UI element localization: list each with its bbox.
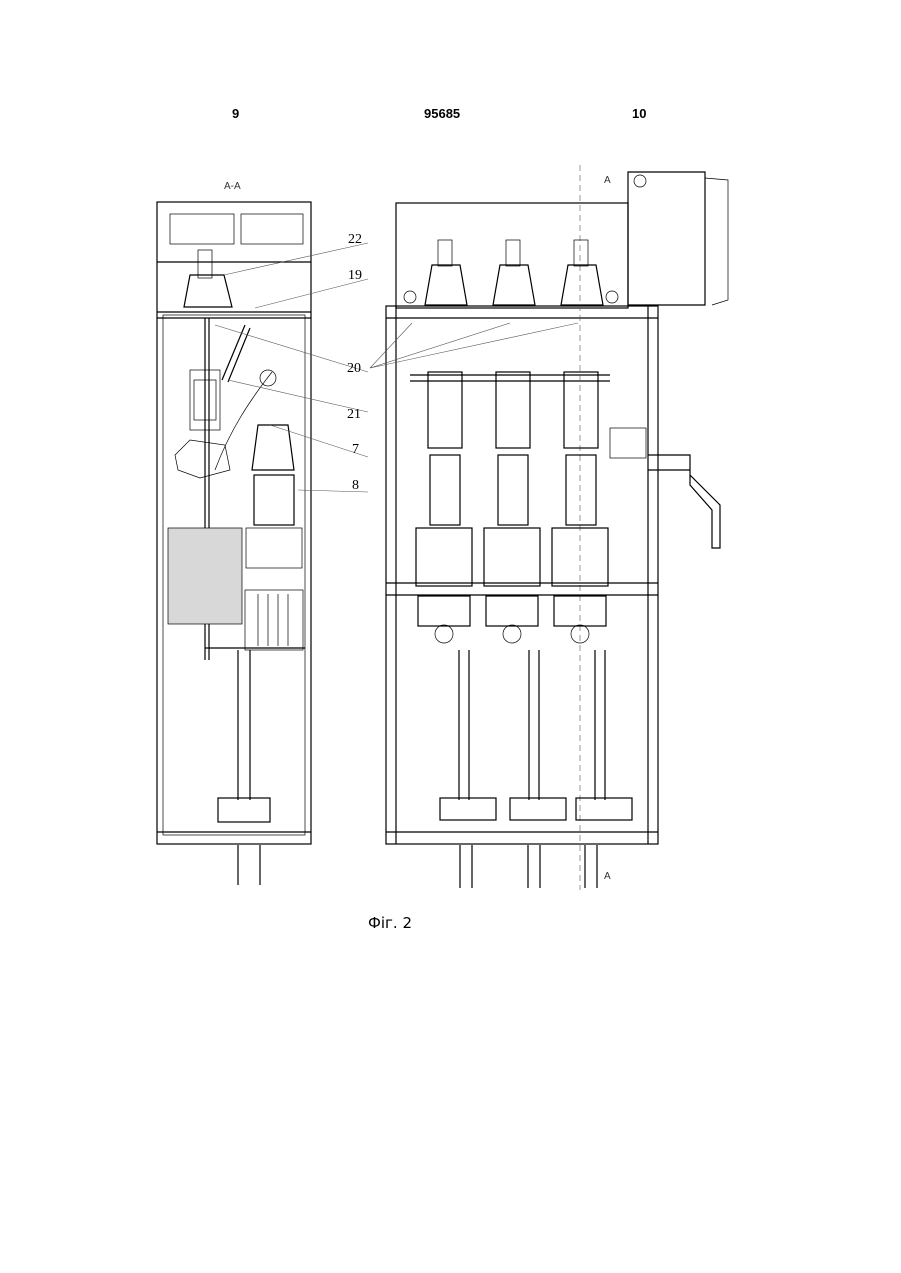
- ref-numeral-21: 21: [347, 407, 361, 422]
- section-marker-bottom: A: [604, 871, 611, 882]
- top-bushing-box: [396, 203, 628, 308]
- drive-housing: [184, 275, 232, 307]
- ref-numeral-7: 7: [352, 442, 359, 457]
- section-label: A-A: [224, 181, 241, 192]
- figure-caption: Фіг. 2: [0, 914, 780, 932]
- hatched-block: [168, 528, 242, 624]
- front-view: A A: [370, 165, 728, 890]
- ref-numeral-8: 8: [352, 478, 359, 493]
- phase-c: [552, 240, 632, 888]
- ref-numeral-20: 20: [347, 361, 361, 376]
- relay-cabinet: [628, 172, 705, 305]
- left-cabinet-outline: [157, 202, 311, 844]
- phase-b: [484, 240, 566, 888]
- ref-numeral-22: 22: [348, 232, 362, 247]
- front-frame: [386, 306, 658, 844]
- ref-numeral-19: 19: [348, 268, 362, 283]
- section-view-a-a: A-A: [157, 181, 368, 885]
- section-marker-top: A: [604, 175, 611, 186]
- cable-clamp: [218, 798, 270, 822]
- voltage-transformer: [252, 425, 294, 470]
